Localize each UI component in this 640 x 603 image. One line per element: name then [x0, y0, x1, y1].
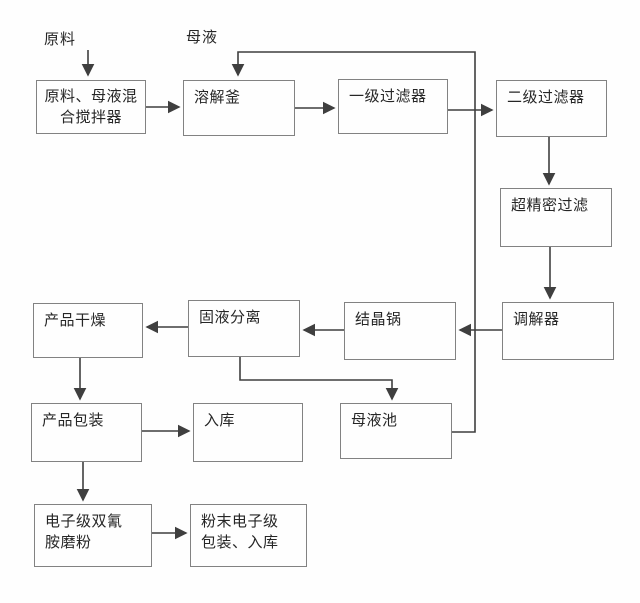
node-separator: 固液分离 [188, 300, 300, 357]
node-filter2: 二级过滤器 [496, 80, 607, 137]
node-dissolver: 溶解釜 [183, 80, 295, 136]
edge-separator-pool [239, 357, 399, 401]
node-grinder: 电子级双氰 胺磨粉 [34, 504, 152, 567]
node-regulator: 调解器 [502, 302, 614, 360]
raw-material-label: 原料 [44, 32, 77, 48]
node-dryer: 产品干燥 [33, 303, 143, 358]
node-ultra-filter: 超精密过滤 [500, 188, 612, 247]
mother-liquor-label: 母液 [186, 30, 219, 46]
edge-pool-dissolver-recycle [231, 51, 476, 433]
node-filter1: 一级过滤器 [338, 79, 448, 134]
node-mother-liquor-pool: 母液池 [340, 403, 452, 459]
node-packaging: 产品包装 [31, 403, 142, 462]
node-warehouse: 入库 [193, 403, 303, 462]
node-mixer: 原料、母液混 合搅拌器 [36, 80, 146, 134]
node-powder-packaging: 粉末电子级 包装、入库 [190, 504, 307, 567]
node-crystallizer: 结晶锅 [344, 302, 456, 360]
